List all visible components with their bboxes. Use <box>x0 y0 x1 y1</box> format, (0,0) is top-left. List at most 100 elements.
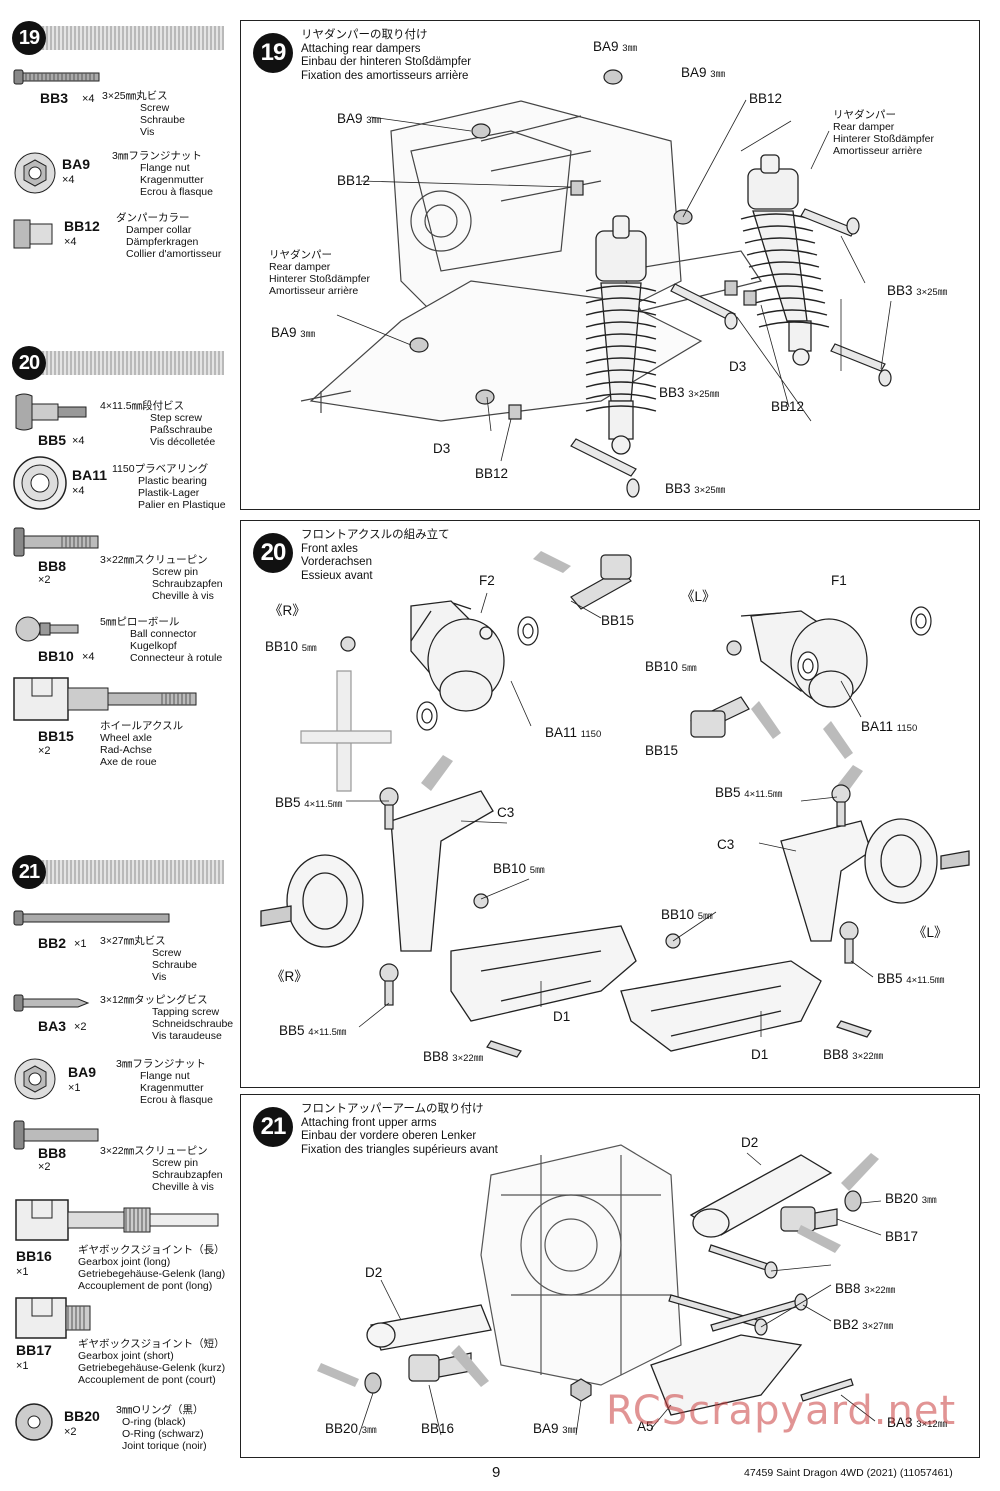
step-number-badge: 19 <box>253 33 293 73</box>
part-qty: ×1 <box>16 1360 29 1372</box>
part-bb20: BB20 ×2 3㎜Oリング（黒） O-ring (black) O-Ring … <box>12 1400 242 1460</box>
label-bb8: BB8 3×22㎜ <box>835 1281 896 1296</box>
label-d1: D1 <box>751 1047 769 1062</box>
label-bb5: BB5 4×11.5㎜ <box>279 1023 347 1038</box>
label-bb10: BB10 5㎜ <box>661 907 713 922</box>
plastic-bearing-icon <box>13 456 67 510</box>
part-qty: ×4 <box>82 651 95 663</box>
part-bb3: BB3 ×4 3×25㎜丸ビス Screw Schraube Vis <box>12 62 242 142</box>
part-bb15: BB15 ×2 ホイールアクスル Wheel axle Rad-Achse Ax… <box>12 674 242 768</box>
label-ba11: BA11 1150 <box>861 719 918 734</box>
part-code: BB20 <box>64 1408 100 1424</box>
part-bb5: BB5 ×4 4×11.5㎜段付ビス Step screw Paßschraub… <box>12 390 242 450</box>
part-desc: 3×25㎜丸ビス Screw Schraube Vis <box>102 90 185 138</box>
label-d2: D2 <box>741 1135 759 1150</box>
label-bb10: BB10 5㎜ <box>493 861 545 876</box>
label-bb15: BB15 <box>645 743 679 758</box>
label-bb12: BB12 <box>475 466 509 481</box>
label-bb12: BB12 <box>337 173 371 188</box>
label-bb10: BB10 5㎜ <box>265 639 317 654</box>
label-bb12: BB12 <box>749 91 783 106</box>
front-upper-arm-diagram <box>317 1144 882 1436</box>
label-bb5: BB5 4×11.5㎜ <box>275 795 343 810</box>
o-ring-icon <box>15 1403 53 1441</box>
rear-damper-diagram <box>300 69 892 498</box>
label-bb15: BB15 <box>601 613 635 628</box>
part-bb10: BB10 ×4 5㎜ピローボール Ball connector Kugelkop… <box>12 612 242 670</box>
ball-connector-icon <box>15 616 79 642</box>
part-desc: ギヤボックスジョイント（長） Gearbox joint (long) Getr… <box>78 1244 226 1292</box>
part-qty: ×1 <box>68 1082 81 1094</box>
header-bar <box>30 351 224 375</box>
part-qty: ×2 <box>38 1161 51 1173</box>
label-bb20: BB20 3㎜ <box>325 1421 377 1436</box>
step-number-badge: 21 <box>253 1107 293 1147</box>
part-ba11: BA11 ×4 1150プラベアリング Plastic bearing Plas… <box>12 455 242 515</box>
label-ba9: BA9 3㎜ <box>337 111 382 126</box>
step-title: フロントアッパーアームの取り付け Attaching front upper a… <box>301 1103 498 1156</box>
footer-model-text: 47459 Saint Dragon 4WD (2021) (11057461) <box>744 1467 953 1479</box>
tapping-screw-icon <box>13 994 90 1012</box>
label-ba9: BA9 3㎜ <box>593 39 638 54</box>
label-ba9: BA9 3㎜ <box>533 1421 578 1436</box>
part-desc: 3㎜Oリング（黒） O-ring (black) O-Ring (schwarz… <box>116 1404 207 1452</box>
step-number: 19 <box>12 21 46 55</box>
part-qty: ×2 <box>64 1426 77 1438</box>
part-desc: ホイールアクスル Wheel axle Rad-Achse Axe de rou… <box>100 720 184 768</box>
step-number-badge: 20 <box>253 533 293 573</box>
part-desc: ダンパーカラー Damper collar Dämpferkragen Coll… <box>116 212 222 260</box>
part-desc: 3×27㎜丸ビス Screw Schraube Vis <box>100 935 197 983</box>
part-bb16: BB16 ×1 ギヤボックスジョイント（長） Gearbox joint (lo… <box>12 1196 242 1294</box>
screw-icon <box>13 69 100 85</box>
step-20-header: 20 <box>12 345 224 381</box>
part-qty: ×2 <box>74 1021 87 1033</box>
part-qty: ×4 <box>82 93 95 105</box>
label-c3: C3 <box>717 837 735 852</box>
part-code: BA9 <box>68 1064 97 1080</box>
flange-nut-icon <box>14 152 56 194</box>
label-right-side: 《R》 <box>269 603 306 618</box>
part-bb2: BB2 ×1 3×27㎜丸ビス Screw Schraube Vis <box>12 905 242 983</box>
part-desc: 3㎜フランジナット Flange nut Kragenmutter Ecrou … <box>116 1058 213 1106</box>
label-a5: A5 <box>637 1419 654 1434</box>
label-d2: D2 <box>365 1265 383 1280</box>
screw-pin-icon <box>13 1120 99 1150</box>
label-bb16: BB16 <box>421 1421 455 1436</box>
label-ba11: BA11 1150 <box>545 725 602 740</box>
part-qty: ×2 <box>38 574 51 586</box>
part-code: BB17 <box>16 1342 52 1358</box>
label-d3: D3 <box>729 359 747 374</box>
part-code: BB15 <box>38 728 74 744</box>
part-qty: ×1 <box>16 1266 29 1278</box>
part-qty: ×2 <box>38 745 51 757</box>
watermark: RCScrapyard.net <box>606 1388 957 1434</box>
step-21-header: 21 <box>12 854 224 890</box>
step-20-panel: 20 フロントアクスルの組み立て Front axles Vorderachse… <box>240 520 980 1088</box>
part-code: BB2 <box>38 935 67 951</box>
label-f1: F1 <box>831 573 847 588</box>
label-bb3: BB3 3×25㎜ <box>665 481 726 496</box>
label-bb3: BB3 3×25㎜ <box>887 283 948 298</box>
label-bb12: BB12 <box>771 399 805 414</box>
step-21-panel: 21 フロントアッパーアームの取り付け Attaching front uppe… <box>240 1094 980 1458</box>
gearbox-joint-long-icon <box>15 1199 219 1241</box>
label-ba3: BA3 3×12㎜ <box>887 1415 948 1430</box>
step-number: 20 <box>12 346 46 380</box>
label-ba9: BA9 3㎜ <box>271 325 316 340</box>
part-desc: 5㎜ピローボール Ball connector Kugelkopf Connec… <box>100 616 223 664</box>
label-bb8: BB8 3×22㎜ <box>423 1049 484 1064</box>
rear-damper-label-left: リヤダンパー Rear damper Hinterer Stoßdämpfer … <box>269 249 370 297</box>
part-bb12: BB12 ×4 ダンパーカラー Damper collar Dämpferkra… <box>12 210 242 265</box>
part-code: BA3 <box>38 1018 67 1034</box>
label-bb5: BB5 4×11.5㎜ <box>877 971 945 986</box>
page-number: 9 <box>492 1464 501 1481</box>
label-left-side: 《L》 <box>913 925 948 940</box>
part-code: BB12 <box>64 218 100 234</box>
part-bb8-21: BB8 ×2 3×22㎜スクリューピン Screw pin Schraubzap… <box>12 1115 242 1195</box>
part-qty: ×4 <box>72 485 85 497</box>
part-desc: 3×22㎜スクリューピン Screw pin Schraubzapfen Che… <box>100 1145 223 1193</box>
part-qty: ×4 <box>72 435 85 447</box>
part-desc: 3㎜フランジナット Flange nut Kragenmutter Ecrou … <box>112 150 213 198</box>
part-code: BB8 <box>38 1145 67 1161</box>
step-number: 21 <box>12 855 46 889</box>
